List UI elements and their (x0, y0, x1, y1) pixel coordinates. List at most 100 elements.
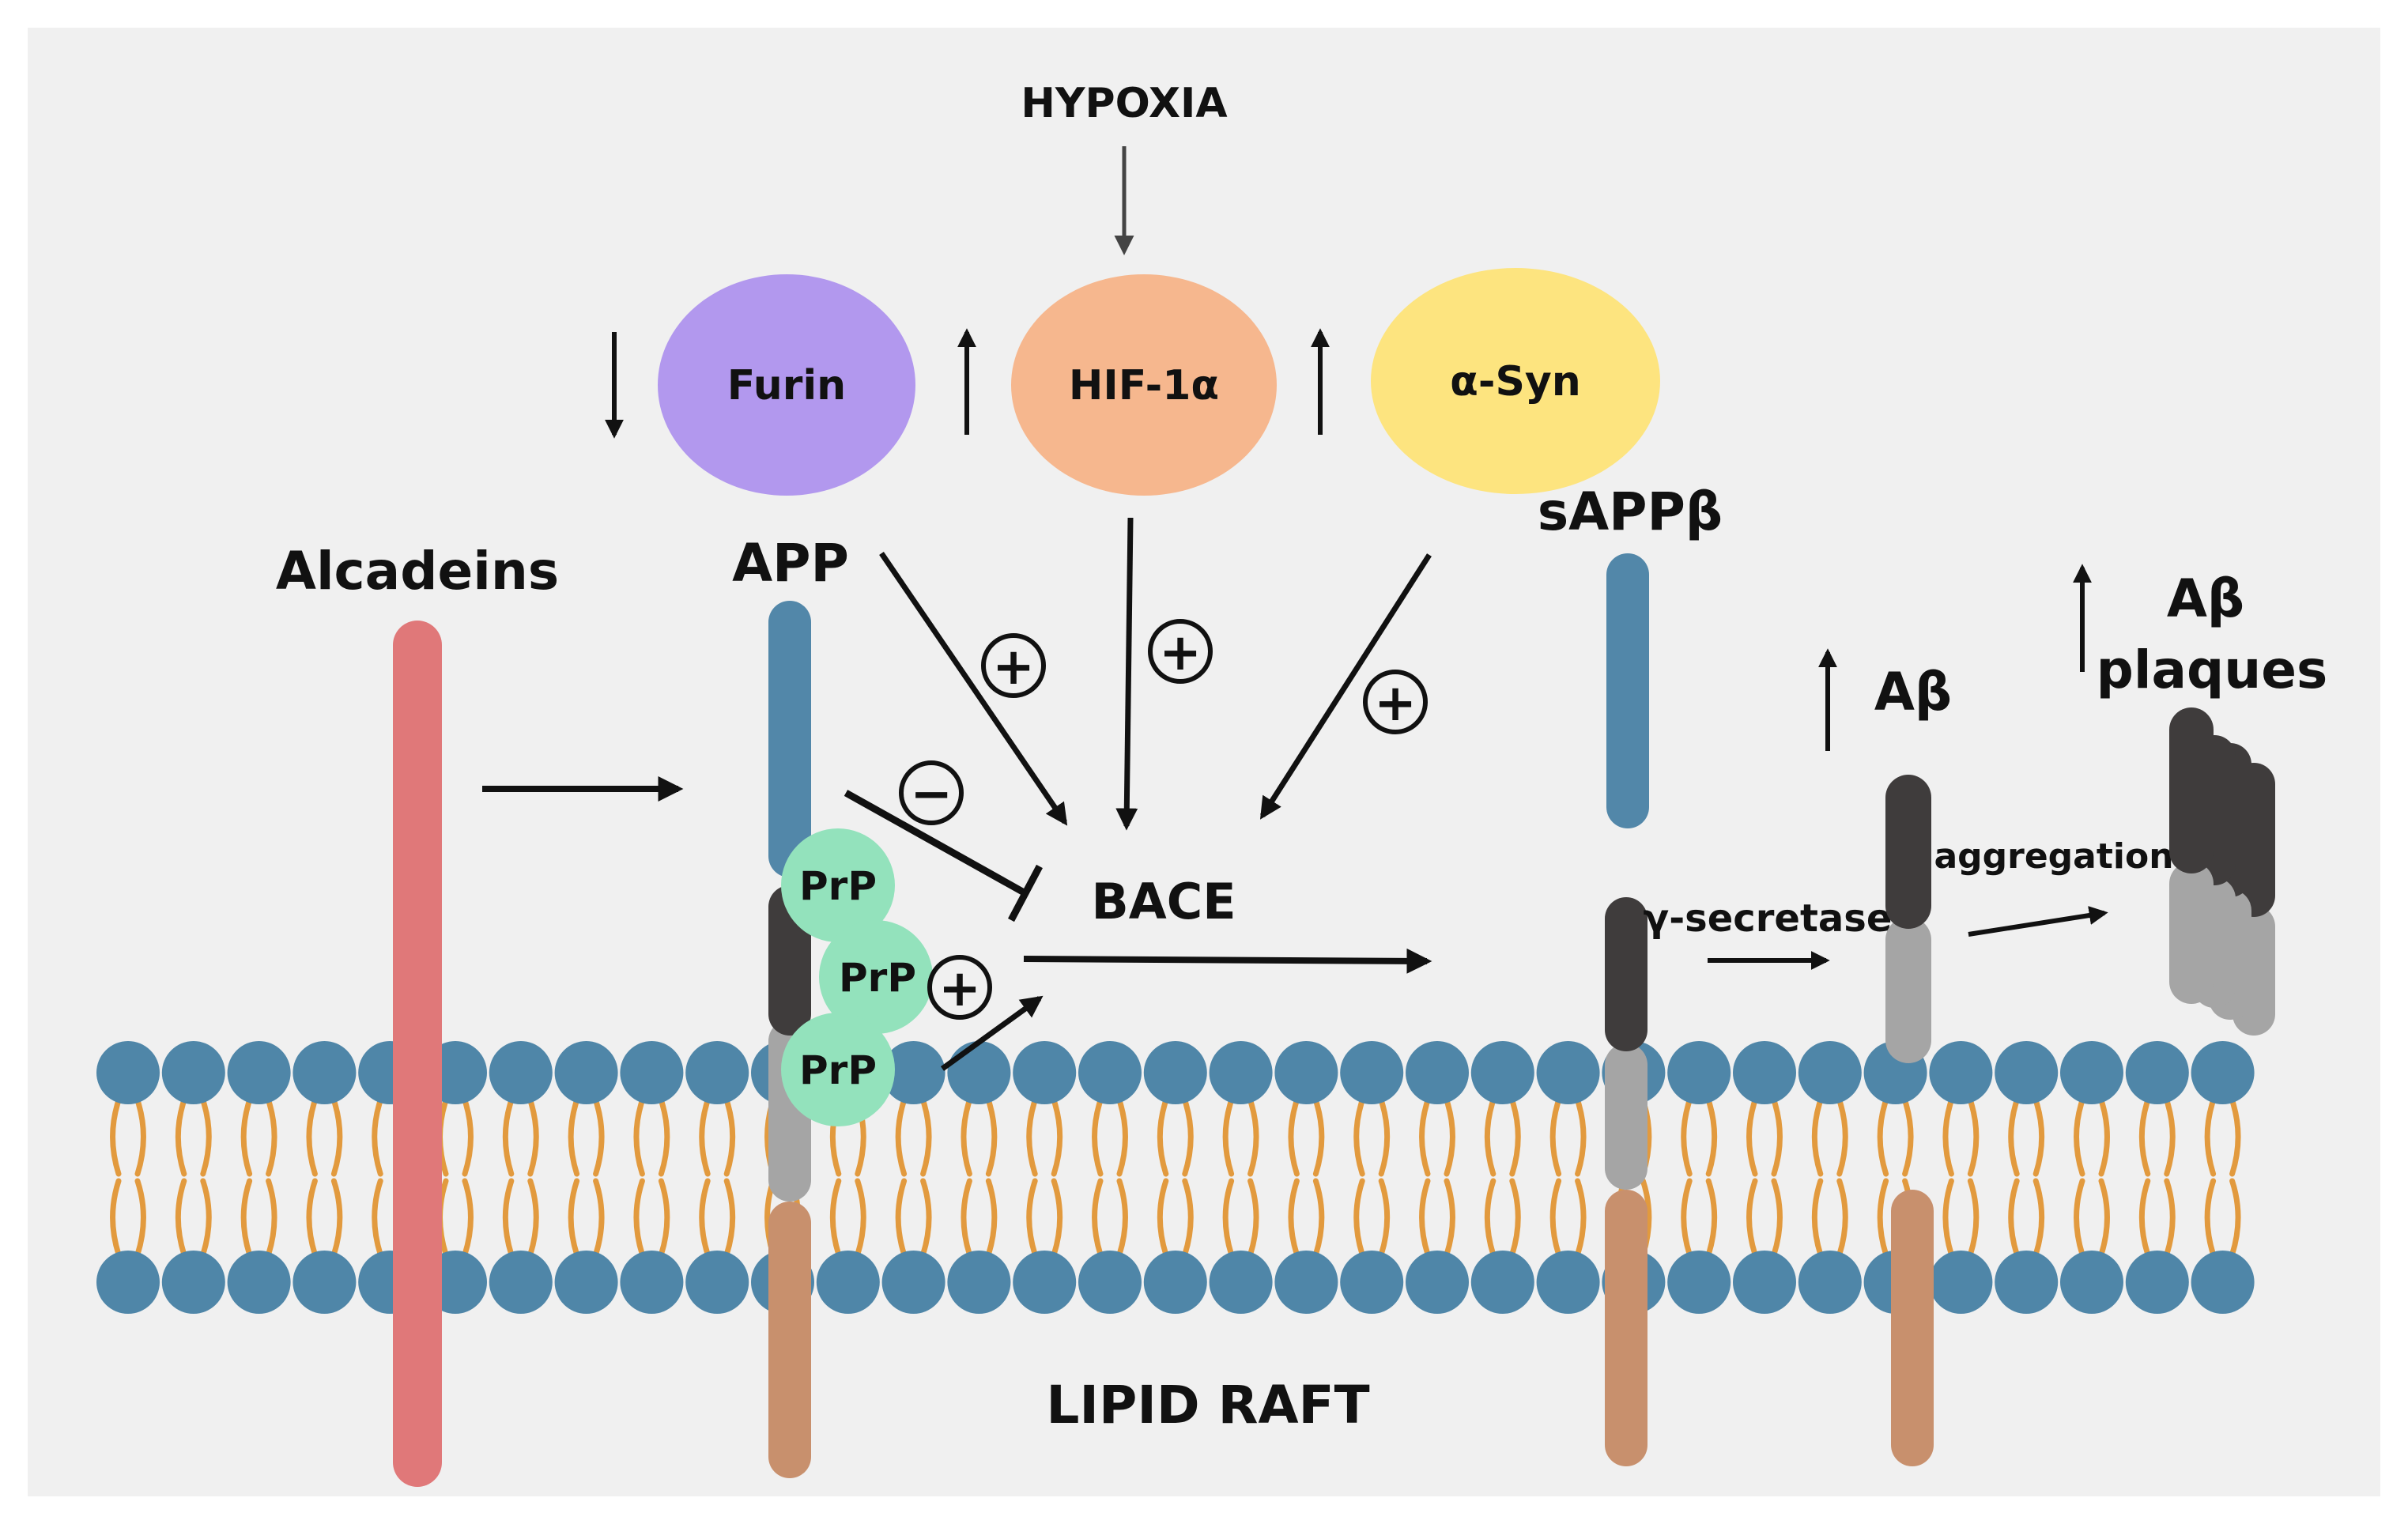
lipid-tail-lower-1-1 (200, 1178, 212, 1258)
lipid-tail-lower-14-1 (1051, 1178, 1063, 1258)
lipid-tail-lower-0-0 (110, 1178, 122, 1258)
lipid-tail-upper-20-0 (1419, 1097, 1431, 1177)
prp-label-3: PrP (799, 1047, 877, 1093)
lipid-tail-upper-18-0 (1288, 1097, 1300, 1177)
lipid-head-lower-16 (1143, 1251, 1207, 1314)
lipid-tail-upper-12-0 (895, 1097, 908, 1177)
lipid-head-upper-28 (1929, 1041, 1993, 1104)
lipid-head-upper-25 (1733, 1041, 1796, 1104)
lipid-tail-lower-22-0 (1549, 1178, 1562, 1258)
lipid-tail-upper-29-0 (2008, 1097, 2020, 1177)
lipid-head-lower-0 (96, 1251, 160, 1314)
plus-sign-hif: + (1148, 619, 1213, 684)
lipid-head-lower-17 (1209, 1251, 1273, 1314)
lipid-tail-lower-30-0 (2074, 1178, 2085, 1258)
lipid-tail-upper-27-1 (1902, 1097, 1914, 1177)
lipid-tail-lower-11-1 (855, 1178, 866, 1258)
lipid-tail-upper-8-1 (658, 1097, 670, 1177)
svg-text:+: + (938, 960, 981, 1018)
lipid-tails-lower (110, 1178, 2241, 1258)
svg-text:+: + (992, 638, 1035, 696)
lipid-tail-upper-22-0 (1549, 1097, 1562, 1177)
lipid-head-lower-1 (161, 1251, 225, 1314)
lipid-tail-lower-16-1 (1182, 1178, 1194, 1258)
lipid-tail-upper-16-0 (1157, 1097, 1169, 1177)
lipid-tail-lower-32-0 (2204, 1178, 2217, 1258)
furin-to-bace-arrow (879, 552, 1068, 826)
lipid-head-lower-25 (1733, 1251, 1796, 1314)
lipid-tail-lower-15-0 (1092, 1178, 1104, 1258)
lipid-tail-lower-29-1 (2032, 1178, 2045, 1258)
lipid-tail-lower-24-0 (1681, 1178, 1693, 1258)
lipid-head-upper-8 (620, 1041, 684, 1104)
lipid-tail-lower-32-1 (2229, 1178, 2241, 1258)
lipid-tail-upper-28-1 (1967, 1097, 1980, 1177)
c99-brown-segment (1605, 1190, 1647, 1466)
abeta-plaques-stack (2169, 707, 2275, 1036)
lipid-tail-upper-6-1 (527, 1097, 539, 1177)
lipid-tail-upper-30-0 (2074, 1097, 2085, 1177)
lipid-tail-lower-16-0 (1157, 1178, 1169, 1258)
plus-sign-furin: + (981, 633, 1046, 698)
lipid-head-lower-21 (1470, 1251, 1534, 1314)
lipid-head-upper-32 (2191, 1041, 2255, 1104)
lipid-tail-upper-21-1 (1509, 1097, 1521, 1177)
lipid-head-lower-29 (1995, 1251, 2059, 1314)
lipid-tail-upper-28-0 (1942, 1097, 1954, 1177)
lipid-tail-lower-8-1 (658, 1178, 670, 1258)
lipid-tail-upper-2-0 (240, 1097, 253, 1177)
lipid-tail-upper-31-1 (2164, 1097, 2176, 1177)
lipid-tail-upper-0-0 (110, 1097, 122, 1177)
svg-text:+: + (1374, 674, 1417, 733)
lipid-tail-lower-2-1 (266, 1178, 277, 1258)
lipid-tail-upper-13-0 (961, 1097, 972, 1177)
lipid-tail-lower-7-1 (593, 1178, 605, 1258)
lipid-tail-upper-24-1 (1705, 1097, 1718, 1177)
lipid-tail-lower-8-0 (633, 1178, 645, 1258)
lipid-tail-lower-27-0 (1877, 1178, 1889, 1258)
lipid-tail-upper-12-1 (920, 1097, 932, 1177)
lipid-head-upper-2 (227, 1041, 291, 1104)
lipid-head-lower-30 (2060, 1251, 2123, 1314)
lipid-tail-lower-13-0 (961, 1178, 972, 1258)
lipid-tail-upper-15-1 (1116, 1097, 1128, 1177)
lipid-tail-lower-15-1 (1116, 1178, 1128, 1258)
lipid-tail-lower-11-0 (829, 1178, 842, 1258)
lipid-head-lower-24 (1667, 1251, 1731, 1314)
lipid-tail-upper-27-0 (1877, 1097, 1889, 1177)
hypoxia-label: HYPOXIA (1021, 80, 1227, 127)
lipid-head-upper-14 (1013, 1041, 1077, 1104)
lipid-tail-upper-16-1 (1182, 1097, 1194, 1177)
lipid-head-upper-13 (947, 1041, 1011, 1104)
lipid-tail-lower-24-1 (1705, 1178, 1718, 1258)
lipid-head-upper-31 (2125, 1041, 2189, 1104)
lipid-tail-upper-32-1 (2229, 1097, 2241, 1177)
lipid-head-upper-19 (1340, 1041, 1404, 1104)
lipid-tail-upper-6-0 (502, 1097, 515, 1177)
lipid-tail-upper-13-1 (985, 1097, 998, 1177)
lipid-head-upper-20 (1406, 1041, 1469, 1104)
lipid-tail-upper-21-0 (1484, 1097, 1497, 1177)
abeta-plaques-label-line2: plaques (2097, 639, 2328, 700)
lipid-tail-lower-20-0 (1419, 1178, 1431, 1258)
lipid-tail-upper-30-1 (2098, 1097, 2110, 1177)
lipid-tail-lower-28-0 (1942, 1178, 1954, 1258)
lipid-tail-upper-19-1 (1378, 1097, 1391, 1177)
lipid-tail-lower-3-0 (306, 1178, 318, 1258)
aggregation-label: aggregation (1934, 836, 2173, 877)
lipid-head-upper-29 (1995, 1041, 2059, 1104)
lipid-head-lower-18 (1274, 1251, 1338, 1314)
lipid-head-upper-24 (1667, 1041, 1731, 1104)
lipid-head-upper-15 (1078, 1041, 1142, 1104)
lipid-head-lower-20 (1406, 1251, 1469, 1314)
lipid-tail-upper-9-0 (699, 1097, 711, 1177)
lipid-tail-upper-18-1 (1312, 1097, 1325, 1177)
lipid-head-lower-3 (293, 1251, 357, 1314)
gamma-secretase-label: γ-secretase (1644, 896, 1893, 941)
lipid-tail-upper-3-0 (306, 1097, 318, 1177)
lipid-tail-upper-26-1 (1836, 1097, 1848, 1177)
furin-label: Furin (727, 362, 846, 409)
furin-ellipse (658, 274, 915, 496)
prp-inhibits-bace-line (844, 790, 1028, 896)
lipid-tail-lower-26-0 (1811, 1178, 1824, 1258)
